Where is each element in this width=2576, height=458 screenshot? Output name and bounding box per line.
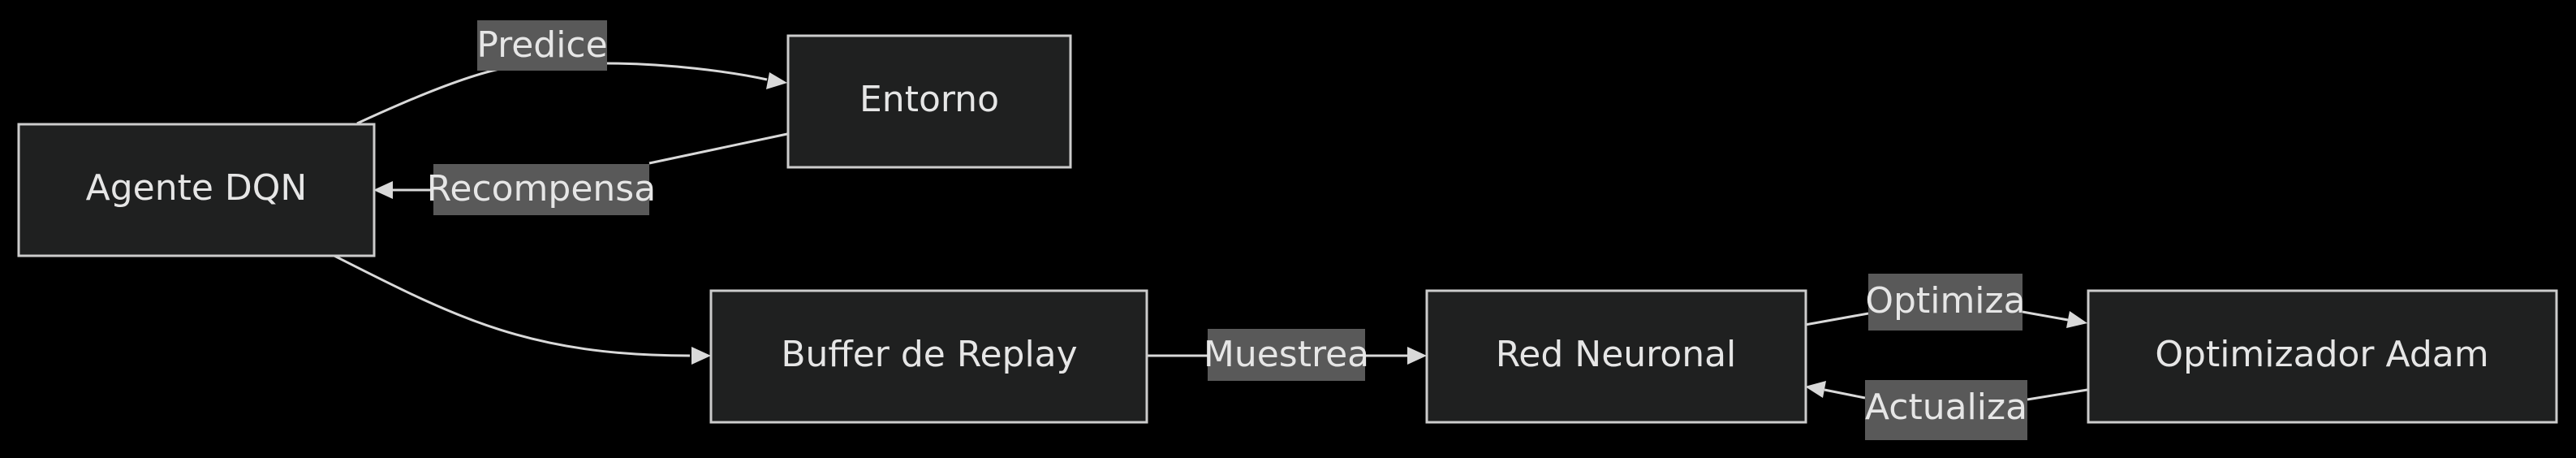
edge-network-to-optimizer [1804,310,2087,328]
edge-agent-to-environment [356,62,787,125]
node-network-label: Red Neuronal [1496,334,1737,375]
node-network[interactable]: Red Neuronal [1425,289,1807,424]
node-agent-label: Agente DQN [86,167,308,209]
arrowhead [766,72,787,89]
edge-label-reward: Recompensa [427,164,656,215]
node-environment[interactable]: Entorno [786,34,1072,169]
edge-label-sample-text: Muestrea [1204,334,1369,375]
edge-label-reward-text: Recompensa [427,168,656,210]
node-buffer-label: Buffer de Replay [781,334,1077,375]
edge-optimizer-to-network [1805,381,2088,401]
edge-label-predict-text: Predice [476,24,607,66]
edge-buffer-to-network [1146,347,1427,365]
arrowhead [2066,311,2087,328]
node-optimizer[interactable]: Optimizador Adam [2087,289,2558,424]
edge-label-optimize: Optimiza [1865,274,2026,331]
edge-label-update: Actualiza [1865,380,2027,440]
node-buffer[interactable]: Buffer de Replay [709,289,1148,424]
edge-label-predict: Predice [476,20,608,71]
arrowhead [691,347,711,365]
node-optimizer-label: Optimizador Adam [2155,334,2488,375]
node-environment-label: Entorno [859,79,999,120]
arrowhead [1407,347,1427,365]
edge-agent-to-buffer [332,253,711,365]
edge-environment-to-agent [373,132,788,199]
arrowhead [1805,381,1826,398]
arrowhead [373,181,393,199]
edge-label-sample: Muestrea [1204,329,1369,381]
node-agent[interactable]: Agente DQN [17,123,376,257]
edge-label-optimize-text: Optimiza [1865,280,2025,322]
edge-label-update-text: Actualiza [1865,387,2027,428]
